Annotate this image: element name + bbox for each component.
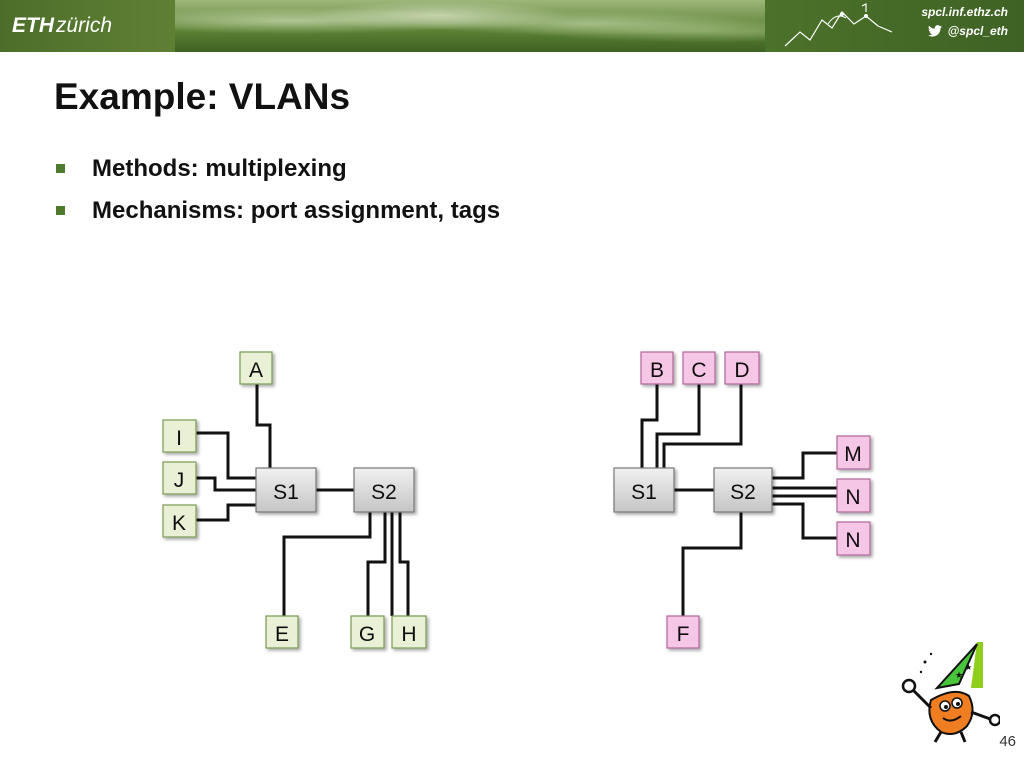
svg-text:★: ★ [955, 671, 963, 681]
bullet-text: Methods: multiplexing [92, 155, 347, 182]
mountain-photo [175, 0, 765, 52]
svg-text:★: ★ [965, 663, 972, 672]
switch-label: S2 [371, 481, 397, 504]
slide-title: Example: VLANs [54, 76, 351, 117]
link-a-s1 [255, 384, 272, 468]
switch-label: S2 [730, 481, 756, 504]
host-label: F [677, 623, 690, 646]
header-banner: ETHzürich spcl.inf.ethz.ch @spcl_eth [0, 0, 1024, 52]
host-node: D [724, 351, 760, 385]
host-label: E [275, 623, 289, 646]
host-node: G [350, 615, 385, 649]
host-label: N [845, 486, 860, 509]
host-label: K [172, 512, 186, 535]
switch-node: S2 [353, 467, 415, 513]
left-links [196, 384, 410, 616]
host-label: C [691, 359, 706, 382]
link-c-s1 [655, 384, 701, 468]
host-label: M [844, 443, 862, 466]
host-node: N [836, 521, 871, 556]
bullet-item: Mechanisms: port assignment, tags [54, 194, 500, 236]
link-d-s1 [662, 384, 743, 468]
eth-logo[interactable]: ETHzürich [12, 12, 112, 40]
link-k-s1 [196, 503, 256, 522]
host-node: J [162, 461, 197, 495]
host-node: I [162, 419, 197, 453]
twitter-handle: @spcl_eth [947, 24, 1008, 38]
logo-sub-text: zürich [56, 14, 113, 37]
link-i-s1 [196, 431, 256, 480]
link-s2-n2 [772, 502, 838, 540]
host-label: H [401, 623, 416, 646]
host-node: M [836, 435, 871, 470]
logo-main-text: ETH [12, 14, 54, 37]
link-s2-e [282, 512, 372, 616]
twitter-icon [927, 25, 942, 37]
bullet-text: Mechanisms: port assignment, tags [92, 197, 501, 224]
bullet-square-icon [56, 206, 65, 215]
host-label: J [174, 469, 185, 492]
host-node: K [162, 504, 197, 538]
right-links [640, 384, 838, 616]
host-node: N [836, 478, 871, 513]
switch-node: S1 [613, 467, 675, 513]
page-number: 46 [999, 733, 1016, 750]
switch-node: S2 [713, 467, 773, 513]
host-node: F [666, 615, 700, 649]
link-s2-m [772, 451, 838, 480]
twitter-link[interactable]: @spcl_eth [927, 24, 1008, 38]
host-node: C [682, 351, 716, 385]
link-b-s1 [640, 384, 659, 468]
bullet-list: Methods: multiplexing Mechanisms: port a… [54, 152, 500, 236]
host-node: A [239, 351, 273, 385]
host-label: I [176, 427, 182, 450]
link-s2-g [366, 512, 387, 616]
host-label: A [249, 359, 263, 382]
switch-label: S1 [273, 481, 299, 504]
host-node: B [640, 351, 674, 385]
host-node: E [265, 615, 299, 649]
spcl-sketch-icon [784, 3, 893, 47]
link-s2-h-b [398, 512, 410, 616]
host-label: N [845, 529, 860, 552]
link-s2-f [681, 512, 743, 616]
host-label: G [359, 623, 375, 646]
bullet-item: Methods: multiplexing [54, 152, 500, 194]
wizard-mascot-icon: ★ ★ [901, 642, 1000, 743]
bullet-square-icon [56, 164, 65, 173]
switch-label: S1 [631, 481, 657, 504]
host-label: B [650, 359, 664, 382]
switch-node: S1 [255, 467, 317, 513]
link-j-s1 [196, 476, 256, 492]
website-link[interactable]: spcl.inf.ethz.ch [921, 5, 1008, 19]
host-node: H [391, 615, 427, 649]
host-label: D [734, 359, 749, 382]
